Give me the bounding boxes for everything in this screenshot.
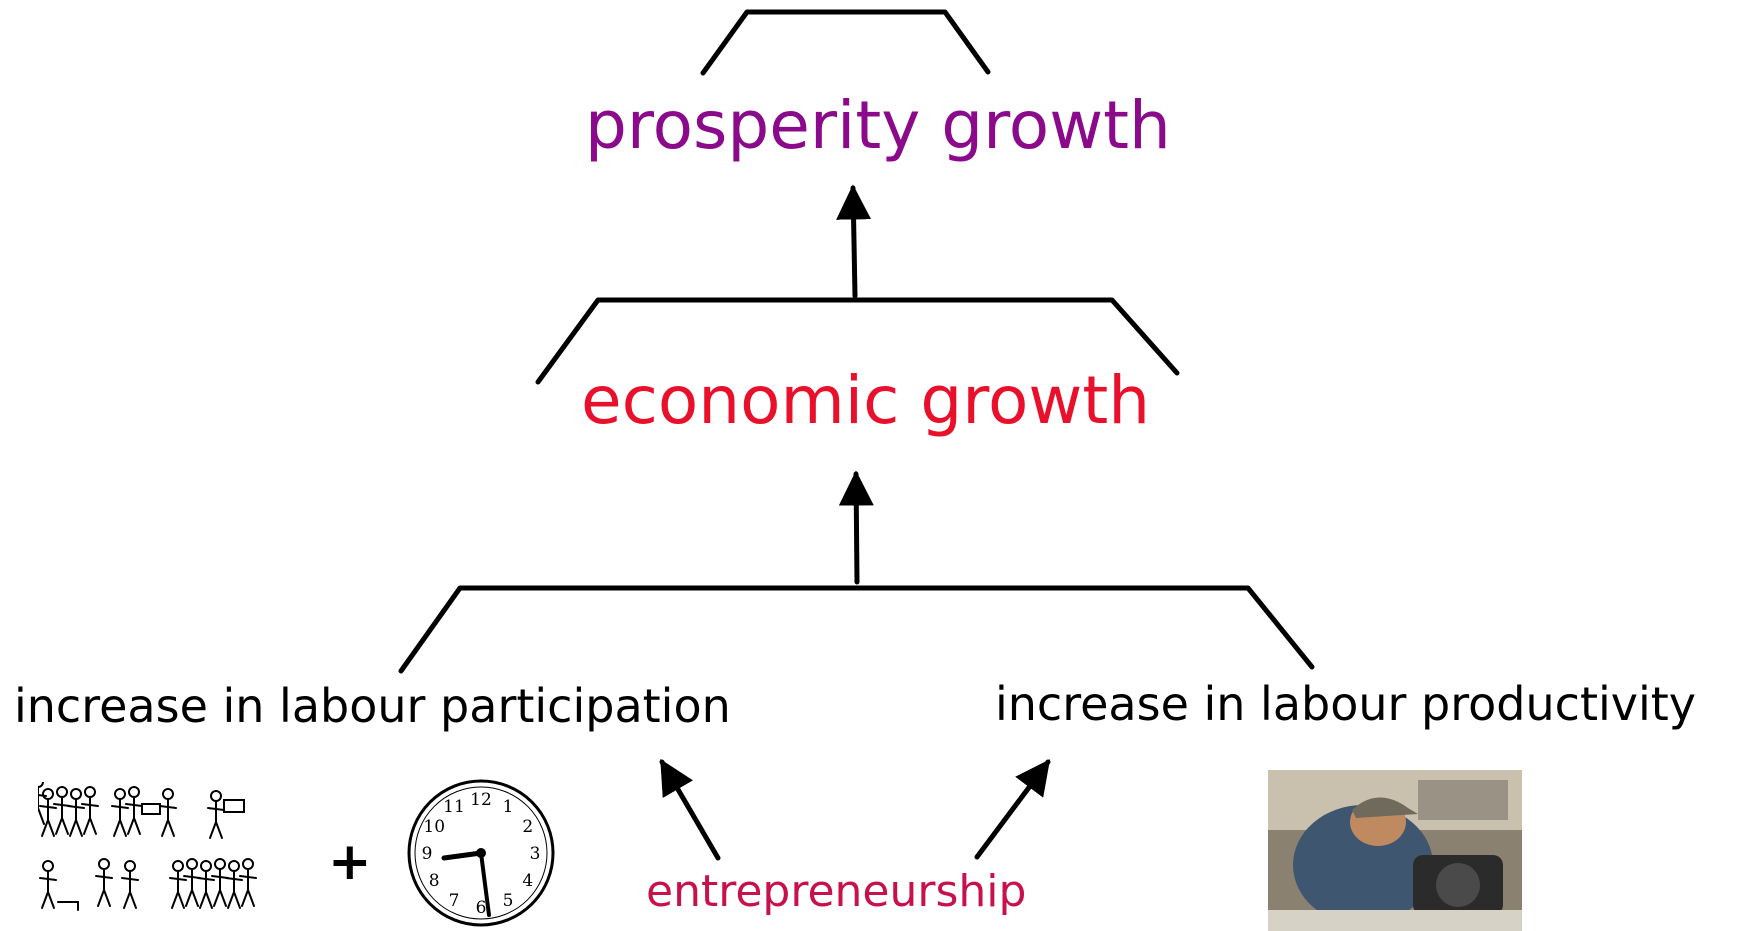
clock-numeral: 11	[443, 797, 465, 817]
clock-numeral: 6	[476, 898, 487, 918]
clock-numeral: 8	[429, 871, 440, 891]
arrow-economic-to-prosperity	[836, 184, 872, 299]
arrow-entrepreneurship-to-participation	[659, 758, 721, 861]
middle-bracket	[535, 297, 1180, 385]
node-entrepreneurship: entrepreneurship	[646, 866, 1027, 917]
node-labour-productivity: increase in labour productivity	[995, 677, 1697, 731]
arrow-entrepreneurship-to-productivity	[974, 759, 1051, 860]
clock-numeral: 2	[522, 817, 533, 837]
people-crowd-icon	[38, 782, 257, 911]
clock-numeral: 7	[449, 891, 460, 911]
node-economic-growth: economic growth	[581, 362, 1151, 439]
node-prosperity-growth: prosperity growth	[585, 87, 1171, 164]
clock-numeral: 4	[522, 871, 533, 891]
clock-numeral: 10	[423, 817, 445, 837]
clock-numeral: 12	[470, 790, 492, 810]
clock-numeral: 3	[530, 844, 541, 864]
clock-numeral: 5	[503, 891, 514, 911]
arrow-bottom-to-economic	[838, 470, 874, 585]
bottom-bracket	[398, 585, 1315, 674]
plus-sign: +	[328, 832, 372, 892]
clock-numeral: 1	[503, 797, 514, 817]
top-bracket	[700, 9, 991, 76]
node-labour-participation: increase in labour participation	[14, 679, 731, 733]
worker-photo	[1268, 770, 1522, 931]
clock-numeral: 9	[422, 844, 433, 864]
